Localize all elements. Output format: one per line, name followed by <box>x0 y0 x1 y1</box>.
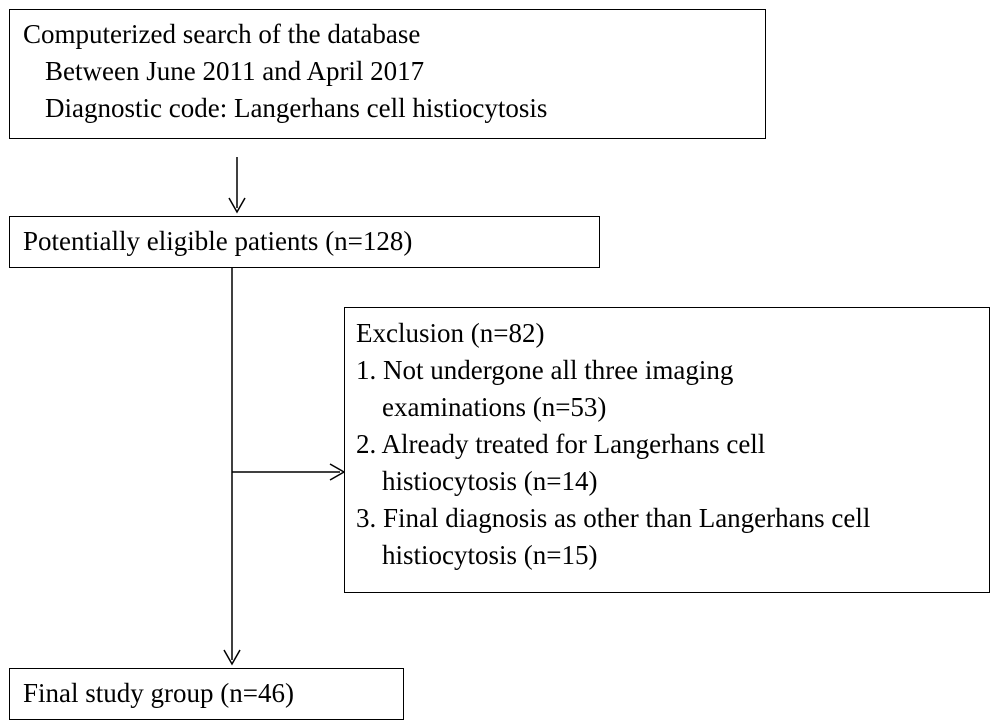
search-diagnostic-code: Diagnostic code: Langerhans cell histioc… <box>45 93 548 123</box>
exclusion-item-3-cont: histiocytosis (n=15) <box>382 540 598 570</box>
exclusion-box: Exclusion (n=82) 1. Not undergone all th… <box>344 307 990 593</box>
eligible-patients-text: Potentially eligible patients (n=128) <box>23 226 413 256</box>
arrow-head-eligible-to-final <box>223 649 241 666</box>
search-title: Computerized search of the database <box>23 19 421 49</box>
exclusion-title: Exclusion (n=82) <box>356 318 545 348</box>
eligible-patients-box: Potentially eligible patients (n=128) <box>9 216 600 268</box>
exclusion-item-2-cont: histiocytosis (n=14) <box>382 466 598 496</box>
final-study-group-box: Final study group (n=46) <box>9 668 404 720</box>
arrow-head-search-to-eligible <box>228 197 246 214</box>
search-criteria-box: Computerized search of the database Betw… <box>9 9 766 139</box>
final-study-group-text: Final study group (n=46) <box>23 678 294 708</box>
exclusion-item-1-cont: examinations (n=53) <box>382 392 607 422</box>
exclusion-item-1: 1. Not undergone all three imaging <box>356 355 734 385</box>
search-date-range: Between June 2011 and April 2017 <box>45 56 425 86</box>
exclusion-item-2: 2. Already treated for Langerhans cell <box>356 429 766 459</box>
exclusion-item-3: 3. Final diagnosis as other than Langerh… <box>356 503 871 533</box>
